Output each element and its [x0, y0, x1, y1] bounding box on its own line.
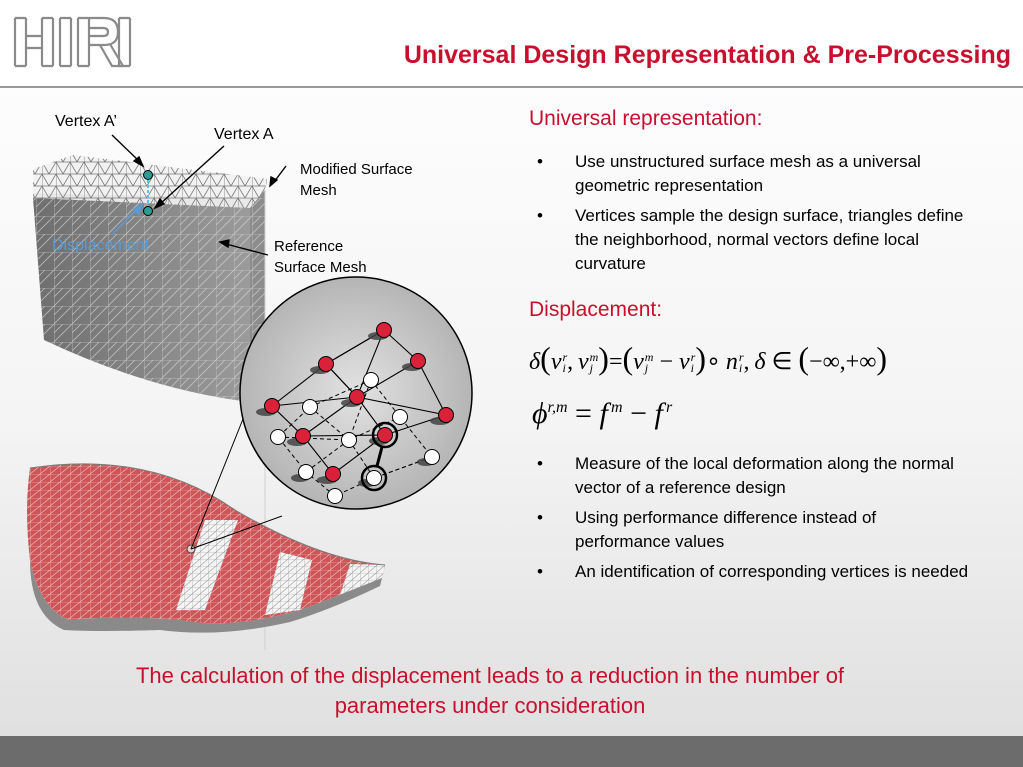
slide-title: Universal Design Representation & Pre-Pr… — [403, 41, 1011, 69]
conclusion-statement: The calculation of the displacement lead… — [135, 663, 845, 718]
list-item: Vertices sample the design surface, tria… — [533, 204, 973, 276]
heading-displacement: Displacement: — [529, 298, 663, 321]
label-displacement: Displacement — [52, 237, 149, 254]
label-reference-surface-mesh: Reference Surface Mesh — [274, 238, 367, 276]
formula-performance-difference: ϕr,m = f m − f r — [532, 397, 673, 430]
list-item: Using performance difference instead of … — [533, 506, 973, 554]
zoom-circle — [239, 276, 473, 510]
header-divider — [0, 86, 1023, 88]
label-vertex-a: Vertex A — [214, 126, 274, 143]
list-item: Measure of the local deformation along t… — [533, 452, 973, 500]
slide-footer-bar — [0, 736, 1023, 767]
vertex-a-prime-dot — [143, 170, 153, 180]
label-vertex-a-prime: Vertex A’ — [55, 113, 117, 130]
displacement-bullet-list: Measure of the local deformation along t… — [533, 452, 973, 590]
universal-bullet-list: Use unstructured surface mesh as a unive… — [533, 150, 973, 282]
heading-universal-representation: Universal representation: — [529, 107, 763, 130]
hri-logo — [13, 16, 132, 68]
list-item: An identification of corresponding verti… — [533, 560, 973, 584]
list-item: Use unstructured surface mesh as a unive… — [533, 150, 973, 198]
vertex-a-dot — [143, 206, 153, 216]
slide-header: Universal Design Representation & Pre-Pr… — [0, 0, 1023, 86]
label-modified-surface-mesh: Modified Surface Mesh — [300, 161, 413, 199]
mesh-illustration — [27, 134, 473, 650]
